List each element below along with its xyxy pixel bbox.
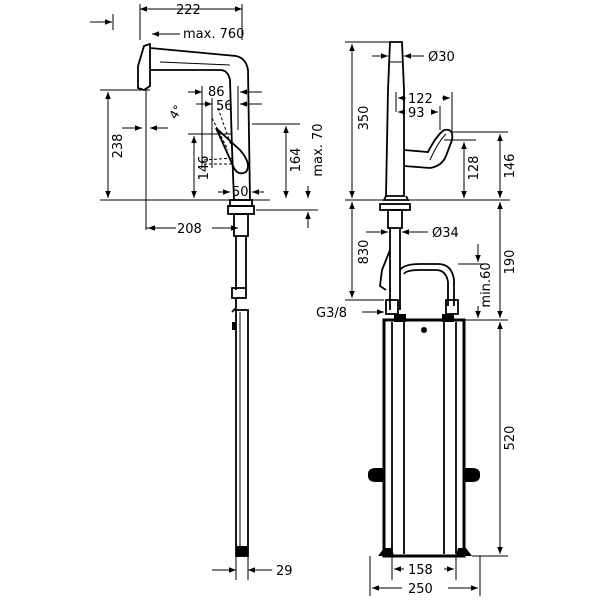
label-238: 238 — [111, 134, 126, 159]
weight-pipe — [235, 309, 249, 557]
label-190: 190 — [503, 250, 518, 275]
clip-left — [368, 468, 384, 482]
spout-inner-line — [159, 61, 231, 66]
label-g38: G3/8 — [316, 306, 347, 321]
label-350: 350 — [357, 106, 372, 131]
label-56: 56 — [216, 99, 233, 114]
mount-right — [442, 314, 454, 322]
label-29: 29 — [276, 564, 293, 579]
label-158: 158 — [408, 563, 433, 578]
cabinet-frame — [382, 318, 466, 558]
front-hose-loop-inner — [403, 269, 449, 306]
label-146-right: 146 — [503, 154, 518, 179]
label-max760: max. 760 — [183, 27, 244, 42]
label-50: 50 — [232, 185, 249, 200]
front-handle — [403, 128, 454, 169]
clip-right — [464, 468, 480, 482]
label-146-left: 146 — [197, 156, 212, 181]
base-nut — [227, 205, 255, 215]
hose-end — [231, 298, 237, 313]
label-128: 128 — [467, 156, 482, 181]
front-handle-inner — [429, 133, 447, 161]
spray-head — [137, 42, 151, 91]
label-122: 122 — [408, 92, 433, 107]
front-shank — [387, 209, 403, 229]
handle — [215, 127, 249, 175]
label-d30: Ø30 — [428, 50, 455, 65]
label-max70: max. 70 — [311, 123, 326, 176]
label-250: 250 — [408, 582, 433, 597]
label-164: 164 — [289, 148, 304, 173]
front-hose-branch — [379, 249, 391, 291]
spout-body — [149, 47, 251, 201]
weight-clip — [232, 322, 236, 330]
front-hose-loop — [399, 263, 455, 306]
label-520: 520 — [503, 426, 518, 451]
shank — [233, 213, 249, 237]
label-208: 208 — [177, 222, 202, 237]
label-angle: 4° — [166, 103, 185, 122]
label-86: 86 — [208, 85, 225, 100]
handle-swing-4 — [217, 107, 233, 149]
label-222: 222 — [176, 3, 201, 18]
label-min60: min.60 — [479, 262, 494, 307]
label-d34: Ø34 — [432, 226, 459, 241]
front-hose-connector-2 — [385, 299, 399, 315]
handle-swing-1 — [203, 157, 235, 161]
mount-left — [394, 314, 406, 322]
foot-left — [378, 548, 394, 556]
cabinet-bolt — [421, 327, 427, 333]
faucet-column — [385, 41, 405, 197]
weight-end — [236, 546, 248, 556]
hose-connector — [231, 287, 247, 299]
foot-right — [456, 548, 472, 556]
label-830: 830 — [357, 240, 372, 265]
label-93: 93 — [408, 106, 425, 121]
side-view: 222 max. 760 238 — [90, 3, 326, 580]
front-view: 350 Ø30 122 93 128 146 Ø34 830 190 — [316, 41, 518, 597]
